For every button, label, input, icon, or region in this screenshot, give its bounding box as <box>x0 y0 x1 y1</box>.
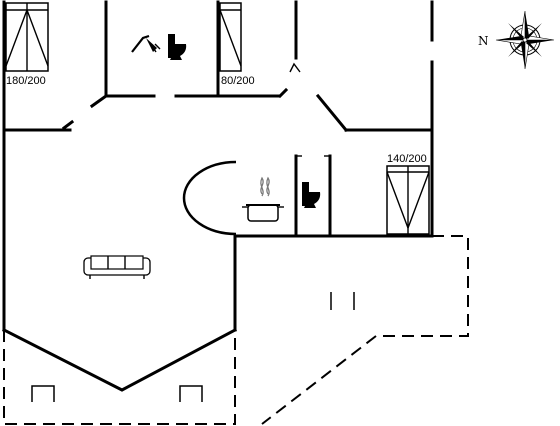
chair-icon-2 <box>179 385 203 402</box>
bed-2-label: 80/200 <box>221 75 255 87</box>
kitchen-counter <box>182 160 237 236</box>
bed-3: 140/200 <box>386 153 430 235</box>
terrace-outline <box>3 235 469 425</box>
shower-icon <box>131 34 161 53</box>
cooking-pot-icon <box>242 176 284 222</box>
bed-2: 80/200 <box>219 2 255 87</box>
bed-1: 180/200 <box>5 2 49 87</box>
sofa-icon <box>83 255 151 279</box>
compass-north-label: N <box>478 34 489 48</box>
toilet-icon-2 <box>302 182 321 208</box>
bench-icon <box>330 292 355 310</box>
interior-walls <box>2 0 434 332</box>
chair-icon <box>31 385 55 402</box>
toilet-icon <box>168 34 187 60</box>
bed-3-label: 140/200 <box>387 153 427 165</box>
compass-rose-icon <box>495 10 555 70</box>
bed-1-label: 180/200 <box>6 75 46 87</box>
door-markers <box>289 62 301 73</box>
